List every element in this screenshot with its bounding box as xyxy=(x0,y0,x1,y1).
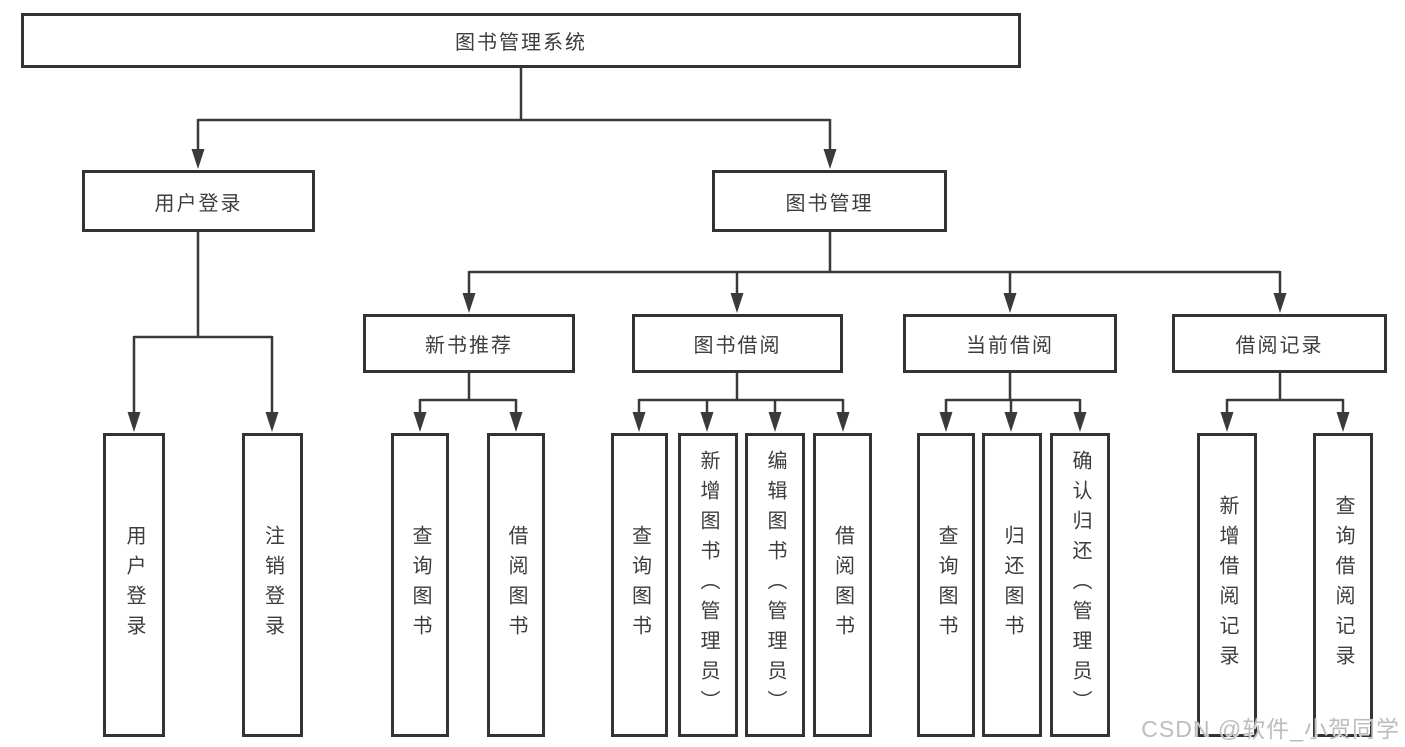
node-book-management: 图书管理 xyxy=(712,170,947,232)
leaf-label: 查询图书 xyxy=(409,525,431,645)
leaf-user-login: 用户登录 xyxy=(103,433,165,737)
leaf-label: 新增借阅记录 xyxy=(1216,495,1238,675)
leaf-query-books: 查询图书 xyxy=(917,433,975,737)
leaf-add-borrow-record: 新增借阅记录 xyxy=(1197,433,1257,737)
node-current-borrowing: 当前借阅 xyxy=(903,314,1117,373)
leaf-label: 新增图书（管理员） xyxy=(697,450,719,720)
leaf-borrow-books: 借阅图书 xyxy=(813,433,872,737)
leaf-add-books-admin: 新增图书（管理员） xyxy=(678,433,738,737)
leaf-label: 编辑图书（管理员） xyxy=(764,450,786,720)
leaf-confirm-return-admin: 确认归还（管理员） xyxy=(1050,433,1110,737)
leaf-query-books: 查询图书 xyxy=(611,433,668,737)
leaf-query-books: 查询图书 xyxy=(391,433,449,737)
node-book-borrowing: 图书借阅 xyxy=(632,314,843,373)
arrowhead-icons xyxy=(127,149,1350,432)
leaf-edit-books-admin: 编辑图书（管理员） xyxy=(745,433,805,737)
leaf-label: 借阅图书 xyxy=(831,525,854,645)
leaf-label: 确认归还（管理员） xyxy=(1069,450,1091,720)
leaf-label: 归还图书 xyxy=(1001,525,1023,645)
leaf-label: 借阅图书 xyxy=(505,525,527,645)
leaf-label: 注销登录 xyxy=(261,525,284,645)
leaf-label: 查询图书 xyxy=(935,525,957,645)
leaf-query-borrow-record: 查询借阅记录 xyxy=(1313,433,1373,737)
leaf-return-books: 归还图书 xyxy=(982,433,1042,737)
leaf-logout: 注销登录 xyxy=(242,433,303,737)
leaf-label: 查询借阅记录 xyxy=(1332,495,1354,675)
node-root-system: 图书管理系统 xyxy=(21,13,1021,68)
leaf-label: 查询图书 xyxy=(628,525,651,645)
node-user-login: 用户登录 xyxy=(82,170,315,232)
leaf-borrow-books: 借阅图书 xyxy=(487,433,545,737)
node-new-book-recommend: 新书推荐 xyxy=(363,314,575,373)
node-borrowing-records: 借阅记录 xyxy=(1172,314,1387,373)
leaf-label: 用户登录 xyxy=(123,525,145,645)
